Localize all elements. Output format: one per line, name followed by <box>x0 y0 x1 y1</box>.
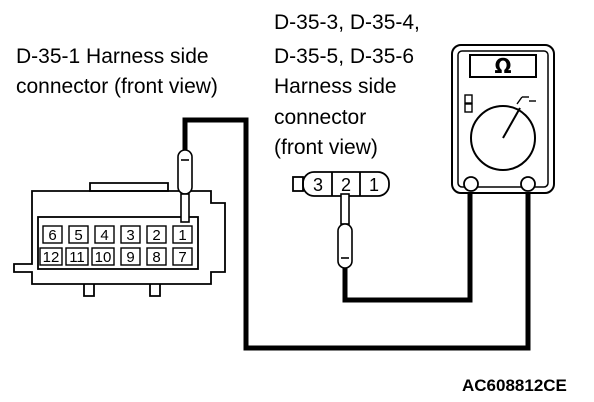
pin-label: 3 <box>313 175 323 195</box>
meter-input-jack-right <box>520 176 536 192</box>
left-connector-label-line-2: connector (front view) <box>16 75 218 98</box>
pin-label: 9 <box>126 249 134 266</box>
pin-row-top: 6 5 4 3 2 1 <box>42 225 193 244</box>
pin-label: 6 <box>48 227 56 244</box>
left-connector-label: D-35-1 Harness side connector (front vie… <box>16 45 218 98</box>
right-connector-label-line-2: D-35-5, D-35-6 <box>274 45 414 68</box>
wire-right-probe-to-meter <box>342 188 473 303</box>
pin-label: 5 <box>74 227 82 244</box>
pin-label: 8 <box>152 249 160 266</box>
pin-label: 7 <box>178 249 186 266</box>
pin-label: 10 <box>95 249 112 266</box>
pin-row-bottom: 12 11 10 9 8 7 <box>39 247 193 266</box>
multimeter: Ω <box>451 44 555 194</box>
pin-label: 2 <box>341 175 351 195</box>
right-connector-label: D-35-3, D-35-4, D-35-5, D-35-6 Harness s… <box>274 11 426 159</box>
ohm-symbol-icon: Ω <box>494 54 511 78</box>
left-connector-label-line-1: D-35-1 Harness side <box>16 45 209 68</box>
pin-label: 1 <box>178 227 186 244</box>
pin-label: 1 <box>369 175 379 195</box>
pin-label: 11 <box>69 249 85 266</box>
pin-label: 3 <box>126 227 134 244</box>
pin-label: 12 <box>43 249 60 266</box>
left-connector <box>13 182 226 297</box>
meter-input-jack-left <box>463 176 479 192</box>
pin-label: 4 <box>100 227 108 244</box>
left-test-probe <box>177 149 193 223</box>
pin-label: 2 <box>152 227 160 244</box>
left-connector-pin-grid: 6 5 4 3 2 1 12 11 10 9 8 7 <box>39 225 193 266</box>
wire-left-probe-to-meter <box>182 117 531 351</box>
right-connector-label-line-1: D-35-3, D-35-4, <box>274 11 420 34</box>
right-connector-label-line-3: Harness side <box>274 75 397 98</box>
right-connector-label-line-5: (front view) <box>274 136 378 159</box>
right-test-probe <box>337 193 353 269</box>
right-connector-label-line-4: connector <box>274 106 366 129</box>
range-selector-marks <box>464 94 536 113</box>
figure-code: AC608812CE <box>462 376 567 395</box>
